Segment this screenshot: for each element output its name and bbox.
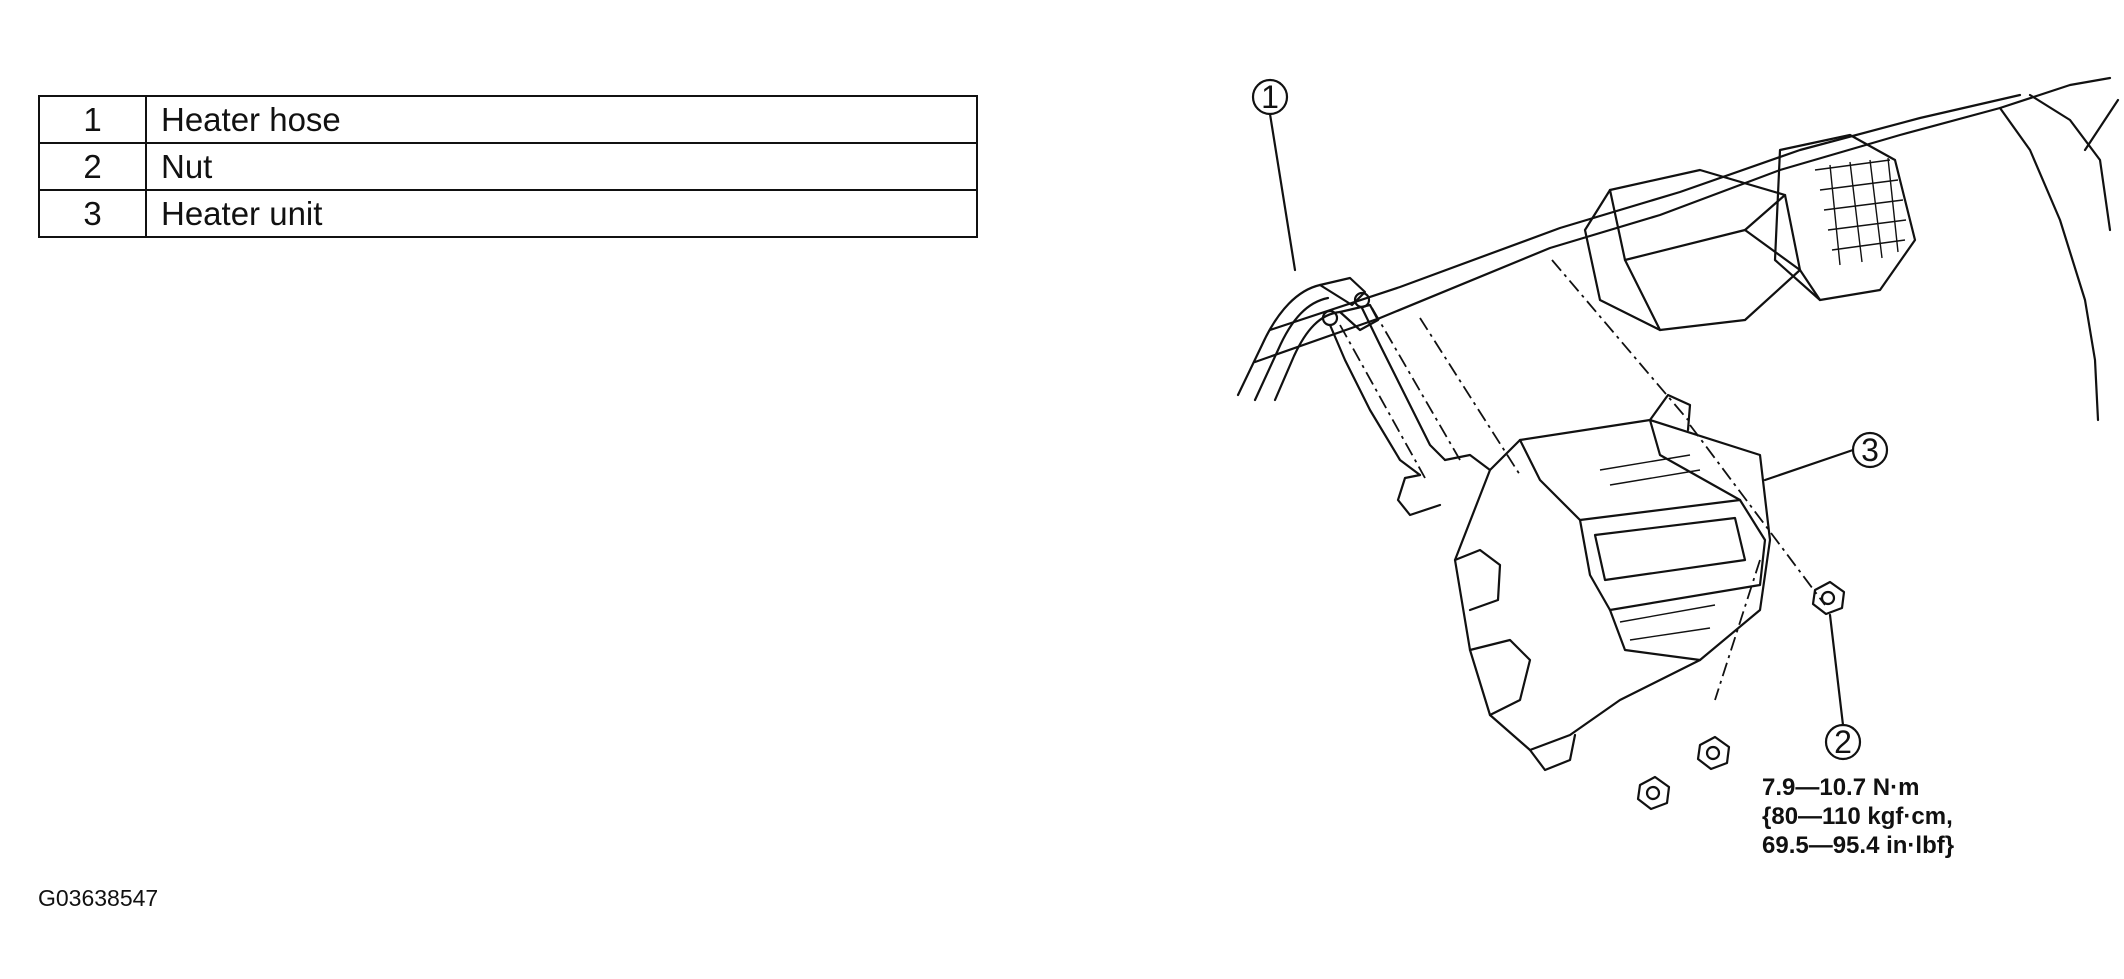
callout-number: 1 bbox=[1261, 79, 1279, 115]
callout-number: 3 bbox=[1861, 432, 1879, 468]
torque-line: 69.5—95.4 in·lbf} bbox=[1762, 832, 1955, 859]
legend-number: 2 bbox=[38, 142, 147, 191]
legend-row: 3 Heater unit bbox=[38, 189, 978, 238]
legend-label: Nut bbox=[145, 142, 978, 191]
callout-3: 3 bbox=[1763, 431, 1889, 482]
parts-legend-table: 1 Heater hose 2 Nut 3 Heater unit bbox=[38, 95, 978, 238]
torque-line: {80—110 kgf·cm, bbox=[1762, 803, 1953, 830]
nut-icon bbox=[1811, 580, 1846, 616]
legend-number: 1 bbox=[38, 95, 147, 144]
legend-label: Heater unit bbox=[145, 189, 978, 238]
figure-id: G03638547 bbox=[38, 885, 159, 911]
nut-icon bbox=[1636, 775, 1671, 811]
blower-duct-drawing bbox=[1583, 133, 1917, 332]
nut-drawings bbox=[1636, 580, 1846, 811]
heater-unit-drawing bbox=[1453, 393, 1772, 772]
callout-1: 1 bbox=[1251, 78, 1297, 272]
nut-icon bbox=[1696, 735, 1731, 771]
alignment-dashes bbox=[1339, 259, 1826, 701]
legend-row: 1 Heater hose bbox=[38, 95, 978, 144]
torque-specification: 7.9—10.7 N·m {80—110 kgf·cm, 69.5—95.4 i… bbox=[1762, 773, 1954, 860]
torque-line: 7.9—10.7 N·m bbox=[1762, 774, 1920, 801]
legend-number: 3 bbox=[38, 189, 147, 238]
heater-hose-drawing bbox=[1236, 276, 1492, 517]
callout-2: 2 bbox=[1824, 613, 1862, 761]
dashboard-outline bbox=[1253, 76, 2120, 422]
callout-number: 2 bbox=[1834, 724, 1852, 760]
legend-label: Heater hose bbox=[145, 95, 978, 144]
legend-row: 2 Nut bbox=[38, 142, 978, 191]
